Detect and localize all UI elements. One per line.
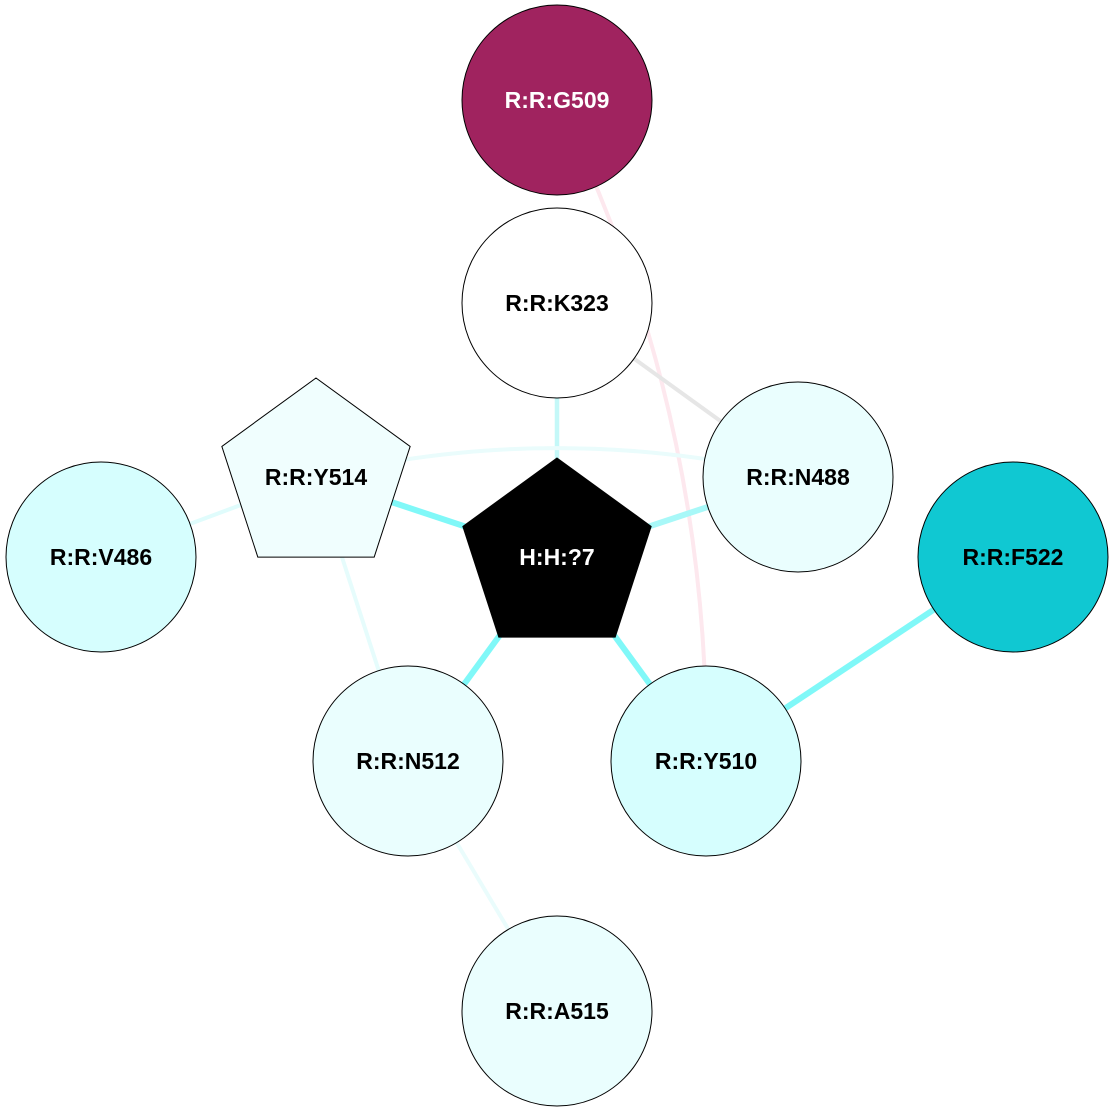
node-label: R:R:G509 xyxy=(505,87,610,113)
node-circle-shape xyxy=(5,461,197,653)
node-n488[interactable]: R:R:N488 xyxy=(702,381,894,573)
node-label: R:R:N512 xyxy=(356,748,460,774)
node-circle-shape xyxy=(312,665,504,857)
node-circle-shape xyxy=(461,207,653,399)
node-v486[interactable]: R:R:V486 xyxy=(5,461,197,653)
node-label: R:R:Y514 xyxy=(265,464,367,490)
node-y514[interactable]: R:R:Y514 xyxy=(221,377,411,558)
node-a515[interactable]: R:R:A515 xyxy=(461,915,653,1107)
node-label: R:R:V486 xyxy=(50,544,152,570)
node-circle-shape xyxy=(610,665,802,857)
node-g509[interactable]: R:R:G509 xyxy=(461,4,653,196)
node-h7[interactable]: H:H:?7 xyxy=(462,457,652,638)
node-label: R:R:F522 xyxy=(963,544,1064,570)
node-n512[interactable]: R:R:N512 xyxy=(312,665,504,857)
node-label: H:H:?7 xyxy=(519,544,594,570)
node-y510[interactable]: R:R:Y510 xyxy=(610,665,802,857)
node-label: R:R:K323 xyxy=(505,290,609,316)
node-circle-shape xyxy=(917,461,1109,653)
node-label: R:R:A515 xyxy=(505,998,609,1024)
node-pentagon-shape xyxy=(462,457,652,638)
edge-g509-y510 xyxy=(555,99,709,762)
node-pentagon-shape xyxy=(221,377,411,558)
node-circle-shape xyxy=(461,4,653,196)
node-k323[interactable]: R:R:K323 xyxy=(461,207,653,399)
node-f522[interactable]: R:R:F522 xyxy=(917,461,1109,653)
node-label: R:R:Y510 xyxy=(655,748,757,774)
node-circle-shape xyxy=(461,915,653,1107)
node-label: R:R:N488 xyxy=(746,464,850,490)
node-circle-shape xyxy=(702,381,894,573)
